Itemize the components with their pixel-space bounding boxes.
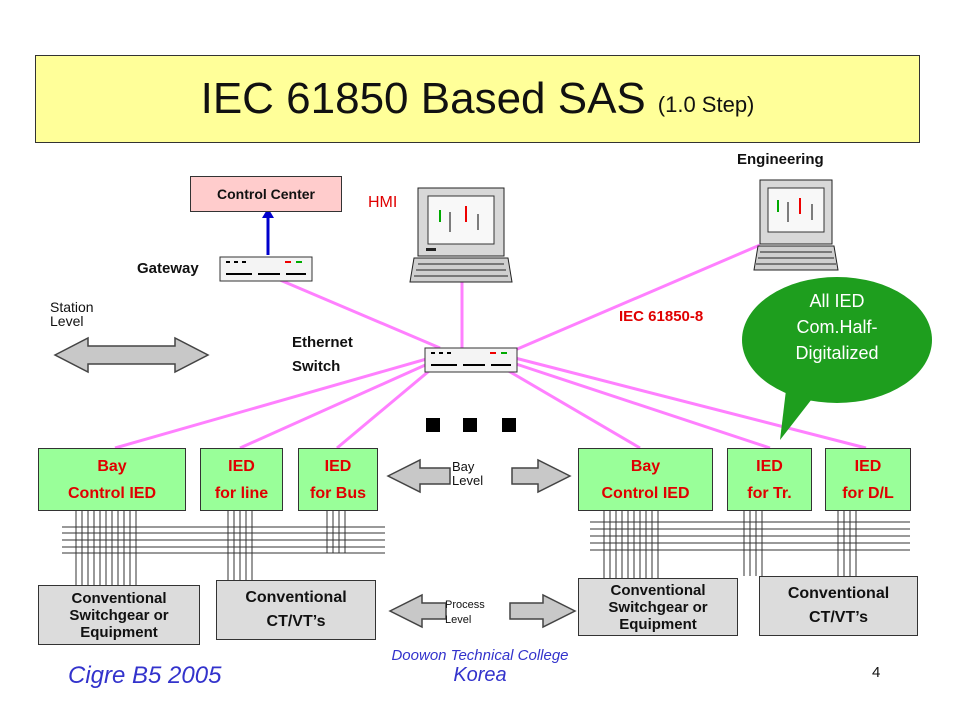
link-bay-control-left — [114, 356, 431, 450]
ied-for-line: IED for line — [200, 448, 283, 511]
ethernet-switch-label: Ethernet Switch — [292, 334, 353, 375]
ied-for-dl: IED for D/L — [825, 448, 911, 511]
bay-level-arrow-right-icon — [511, 458, 572, 494]
hmi-computer-icon — [409, 187, 513, 283]
ellipsis-dot — [502, 418, 516, 432]
station-level-label: Station Level — [50, 299, 94, 329]
gateway-device-icon — [219, 256, 313, 282]
footer-conference: Cigre B5 2005 — [68, 662, 222, 689]
process-level-arrow-left-icon — [388, 593, 447, 629]
hmi-label: HMI — [368, 194, 398, 211]
link-engineering-switch — [514, 243, 761, 352]
bay-level-label: Bay Level — [452, 459, 484, 488]
station-level-arrow-icon — [53, 336, 210, 374]
page-title: IEC 61850 Based SAS — [200, 74, 646, 123]
bay-control-ied-right: Bay Control IED — [578, 448, 713, 511]
protocol-label: IEC 61850-8 — [619, 308, 704, 325]
process-level-arrow-right-icon — [509, 593, 577, 629]
process-level-label: Process Level — [445, 599, 485, 626]
ied-for-bus: IED for Bus — [298, 448, 378, 511]
ellipsis-dot — [426, 418, 440, 432]
conventional-switchgear-right: Conventional Switchgear or Equipment — [578, 578, 738, 636]
conventional-ctvt-left: Conventional CT/VT’s — [216, 580, 376, 640]
ethernet-switch-icon — [424, 347, 518, 373]
link-bay-control-right — [499, 364, 641, 450]
control-center-box: Control Center — [190, 176, 342, 212]
ellipsis-dot — [463, 418, 477, 432]
network-links — [114, 243, 867, 450]
arrow-up-icon — [262, 208, 274, 218]
footer-institution: Doowon Technical College Korea — [391, 647, 569, 686]
page-number: 4 — [872, 664, 881, 681]
title-banner: IEC 61850 Based SAS (1.0 Step) — [35, 55, 920, 143]
bay-control-ied-left: Bay Control IED — [38, 448, 186, 511]
link-ied-bus — [336, 364, 436, 450]
link-gateway-switch — [279, 278, 441, 350]
conventional-switchgear-left: Conventional Switchgear or Equipment — [38, 585, 200, 645]
engineering-label: Engineering — [737, 151, 824, 168]
ied-for-tr: IED for Tr. — [727, 448, 812, 511]
speech-bubble-icon — [742, 277, 932, 440]
hardwiring-left — [62, 510, 385, 585]
link-ied-tr — [509, 360, 771, 450]
bay-level-arrow-left-icon — [386, 458, 451, 494]
link-ied-dl — [514, 356, 867, 450]
bubble-text: All IED Com.Half- Digitalized — [795, 291, 879, 363]
control-center-label: Control Center — [217, 186, 315, 202]
page-subtitle: (1.0 Step) — [657, 92, 755, 117]
gateway-label: Gateway — [137, 260, 199, 277]
conventional-ctvt-right: Conventional CT/VT’s — [759, 576, 918, 636]
hardwiring-right — [590, 510, 910, 578]
engineering-computer-icon — [753, 179, 839, 271]
link-ied-line — [239, 360, 433, 450]
